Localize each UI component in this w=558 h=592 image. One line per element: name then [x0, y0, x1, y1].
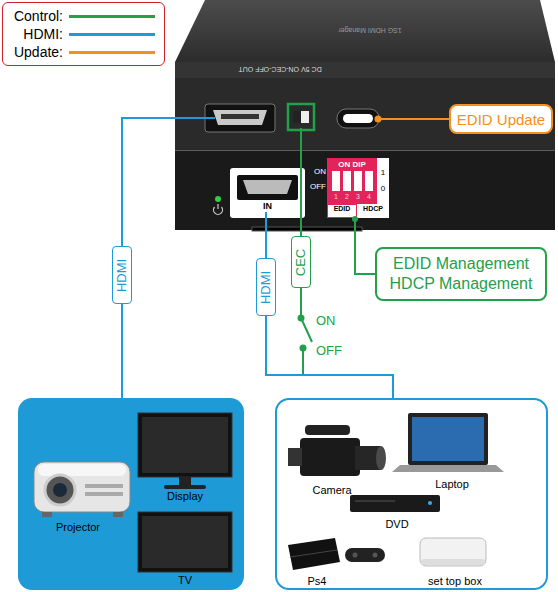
signal-label: CEC [294, 248, 309, 275]
source-group: Camera LaptopDVD Ps4 set top box [275, 398, 548, 590]
leader-dot [375, 116, 382, 123]
hdmi-in-frame [230, 168, 305, 218]
switch-label: OFF [316, 343, 350, 359]
hdmi-out-slot [221, 114, 259, 119]
switch-label: 2 [342, 193, 352, 201]
device-front-face [175, 150, 555, 230]
callout-box: EDID Update [449, 104, 553, 134]
hdmi-out-socket [213, 110, 267, 125]
dip-red-block [327, 158, 377, 204]
edid-update-button-face [343, 114, 373, 123]
hdmi-leader [265, 212, 267, 230]
device-back-strip [175, 62, 555, 78]
device-label: DC 5V ON-CEC-OFF OUT [210, 65, 350, 73]
hdmi-in-port [237, 175, 298, 200]
device-caption: TV [145, 574, 225, 587]
hdmi-leader [175, 117, 215, 119]
cec-switch-frame [288, 104, 314, 130]
device-caption: Projector [38, 521, 118, 534]
callout-text: EDID Update [457, 111, 545, 128]
hdmi-out-port [205, 104, 275, 132]
legend-text: Control: [3, 8, 63, 24]
connector-line [266, 230, 393, 398]
signal-label: HDMI [115, 258, 130, 291]
power-led [215, 196, 221, 202]
switch-label: 1 [378, 168, 388, 178]
device-caption: Laptop [412, 478, 492, 491]
cec-switch [293, 111, 309, 123]
device-slot [252, 227, 362, 231]
connector-line [378, 118, 449, 120]
dip-lever [332, 171, 340, 191]
power-symbol-bar [217, 204, 218, 209]
device-label: 1SG HDMI Manager [315, 26, 425, 34]
device-caption: Display [145, 490, 225, 503]
sink-group: Projector DisplayTV [18, 398, 244, 590]
callout-text: EDID Management HDCP Management [387, 254, 535, 294]
legend-box: Control: HDMI: Update: [2, 2, 165, 66]
device-caption: Ps4 [277, 575, 357, 588]
switch-label: OFF [300, 182, 326, 192]
switch-label: 4 [364, 193, 374, 201]
edid-update-button [337, 109, 379, 128]
device-caption: DVD [357, 518, 437, 531]
device-front-panel: IN ON DIP EDIDHDCP [175, 150, 555, 230]
hdmi-in-socket [243, 180, 292, 194]
device-caption: set top box [415, 575, 495, 588]
dip-lever [365, 171, 373, 191]
switch-label: ON [304, 167, 326, 177]
legend-swatch [69, 33, 155, 36]
device-back-face [175, 62, 555, 150]
connector-line [355, 218, 375, 274]
signal-tag: HDMI [256, 258, 276, 316]
callout-box: EDID Management HDCP Management [375, 247, 547, 301]
dip-edid-frame [328, 205, 357, 218]
legend-text: Update: [3, 44, 63, 60]
cec-switch-knob [293, 111, 301, 123]
device-top-face [175, 0, 555, 62]
power-symbol [214, 207, 223, 214]
dip-label: EDID [327, 205, 357, 213]
switch-dot [298, 315, 305, 322]
dip-lever [343, 171, 351, 191]
dip-switch: ON DIP EDIDHDCP [327, 158, 389, 218]
dip-lever [354, 171, 362, 191]
dip-label: ON DIP [327, 160, 377, 170]
signal-tag: CEC [291, 236, 311, 288]
signal-label: HDMI [259, 270, 274, 303]
dip-label: HDCP [357, 205, 389, 213]
legend-swatch [69, 15, 155, 18]
dip-base [327, 158, 389, 218]
leader-dot [352, 216, 358, 222]
cec-leader [300, 128, 302, 150]
switch-label: 0 [378, 184, 388, 194]
switch-dot [300, 345, 307, 352]
device-caption: Camera [292, 484, 372, 497]
switch-label: 1 [331, 193, 341, 201]
switch-label: 3 [353, 193, 363, 201]
signal-tag: HDMI [112, 246, 132, 304]
legend-swatch [69, 51, 155, 54]
legend-text: HDMI: [3, 26, 63, 42]
device-seam [175, 150, 555, 151]
switch-label: ON [316, 313, 346, 329]
port-label: IN [230, 201, 305, 212]
